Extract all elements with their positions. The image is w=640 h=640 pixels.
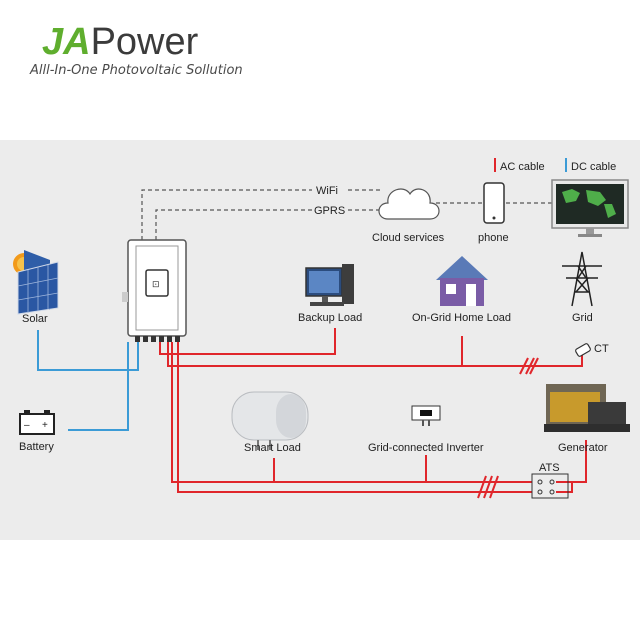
grid-tower-icon	[562, 251, 602, 307]
tagline: Alll-In-One Photovoltaic Sollution	[30, 63, 243, 78]
backup-load-icon	[305, 264, 354, 306]
ongrid-home-label: On-Grid Home Load	[412, 312, 511, 324]
smart-load-icon	[231, 391, 309, 450]
smart-load-label: Smart Load	[244, 442, 301, 454]
svg-text:⊡: ⊡	[152, 279, 160, 289]
inverter-icon: ⊡	[122, 239, 187, 342]
legend-dc-swatch	[565, 158, 567, 172]
ats-label: ATS	[539, 462, 560, 474]
ct-label: CT	[594, 343, 609, 355]
battery-icon: – +	[19, 410, 55, 435]
svg-text:+: +	[42, 420, 48, 431]
legend-ac-swatch	[494, 158, 496, 172]
solar-panel-icon	[13, 250, 59, 315]
grid-inverter-label: Grid-connected Inverter	[368, 442, 484, 454]
generator-label: Generator	[558, 442, 608, 454]
grid-label: Grid	[572, 312, 593, 324]
brand-logo: JAPower	[42, 22, 198, 62]
ct-sensor-icon	[575, 343, 591, 357]
monitor-icon	[551, 179, 629, 237]
cloud-label: Cloud services	[372, 232, 445, 244]
svg-text:–: –	[24, 420, 30, 431]
gprs-label: GPRS	[314, 205, 345, 217]
brand-power: Power	[90, 21, 199, 63]
legend-dc-label: DC cable	[571, 161, 616, 173]
brand-ja: JA	[42, 21, 91, 63]
battery-label: Battery	[19, 441, 54, 453]
cloud-icon	[378, 188, 440, 220]
ats-box	[531, 473, 569, 499]
ac-cables	[159, 328, 587, 499]
diagram-panel	[0, 140, 640, 540]
wifi-label: WiFi	[316, 185, 338, 197]
phone-label: phone	[478, 232, 509, 244]
dc-cables	[37, 330, 139, 431]
backup-load-label: Backup Load	[298, 312, 362, 324]
phone-icon	[483, 182, 505, 224]
comm-lines	[141, 189, 552, 240]
solar-label: Solar	[22, 313, 48, 325]
house-icon	[436, 256, 488, 306]
legend-ac-label: AC cable	[500, 161, 545, 173]
generator-icon	[544, 384, 630, 432]
grid-inverter-icon	[411, 405, 441, 426]
